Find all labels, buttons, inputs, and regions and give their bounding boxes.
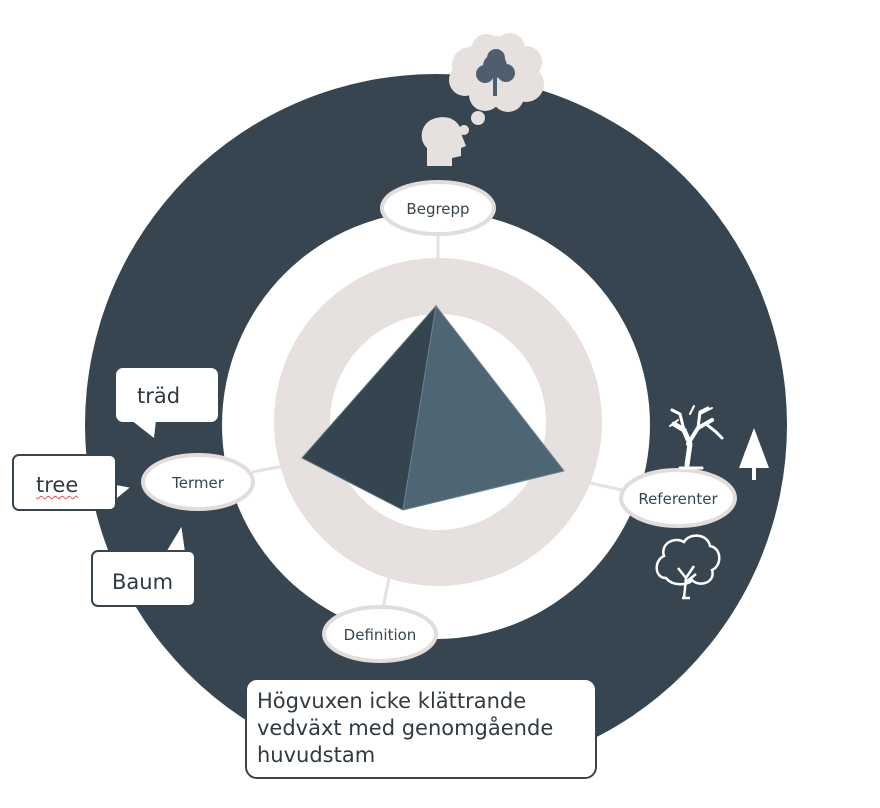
term-bubble-tree: tree bbox=[12, 454, 117, 511]
term-german: Baum bbox=[112, 570, 174, 594]
node-termer-label: Termer bbox=[171, 474, 225, 492]
deciduous-tree-icon bbox=[655, 534, 721, 600]
trad-bubble-tail bbox=[131, 420, 156, 438]
term-bubble-trad: träd bbox=[116, 368, 218, 422]
node-termer: Termer bbox=[141, 453, 255, 511]
node-referenter: Referenter bbox=[619, 468, 737, 528]
node-definition: Definition bbox=[322, 605, 438, 663]
definition-text: Högvuxen icke klättrande vedväxt med gen… bbox=[257, 689, 554, 767]
thought-dots bbox=[459, 111, 485, 135]
inner-ring bbox=[274, 258, 602, 586]
term-english: tree bbox=[36, 473, 79, 497]
pine-tree-icon bbox=[739, 428, 769, 480]
node-referenter-label: Referenter bbox=[638, 490, 718, 508]
node-begrepp: Begrepp bbox=[380, 180, 496, 236]
term-bubble-baum: Baum bbox=[91, 550, 196, 607]
pyramid bbox=[301, 304, 565, 511]
term-swedish: träd bbox=[137, 384, 181, 408]
definition-box: Högvuxen icke klättrande vedväxt med gen… bbox=[245, 678, 597, 779]
head-icon bbox=[421, 117, 466, 166]
bare-tree-icon bbox=[669, 405, 724, 470]
tree-icon bbox=[476, 49, 515, 96]
pyramid-right-face bbox=[402, 304, 565, 511]
node-begrepp-label: Begrepp bbox=[406, 200, 469, 218]
connectors bbox=[251, 234, 623, 609]
node-definition-label: Definition bbox=[344, 626, 417, 644]
